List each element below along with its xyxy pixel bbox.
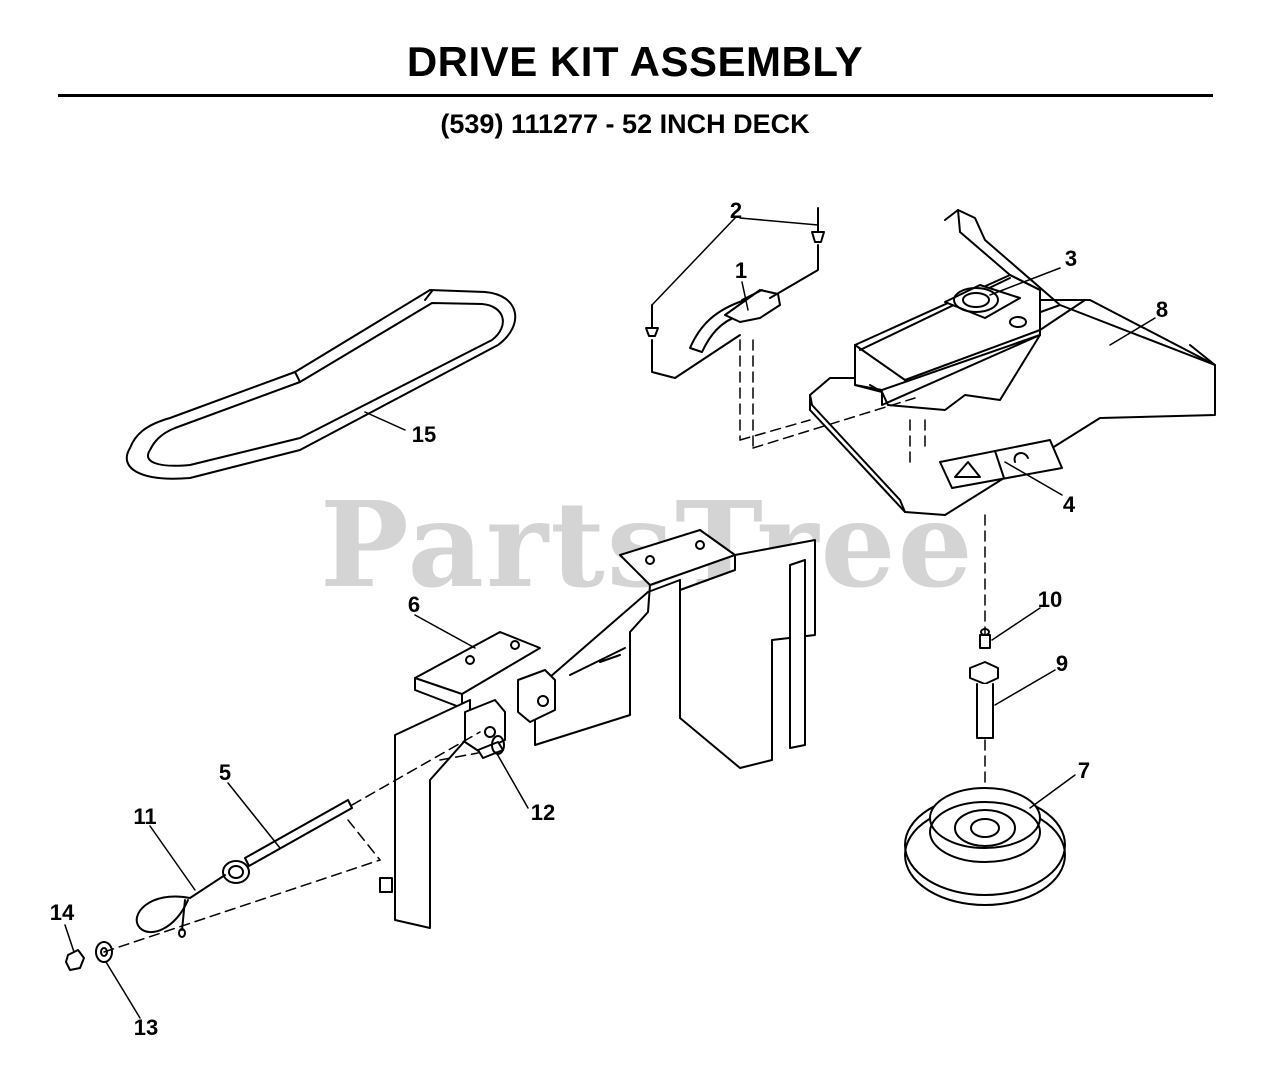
callout-9: 9 <box>1056 651 1068 676</box>
callout-1: 1 <box>735 258 747 283</box>
callout-6: 6 <box>408 592 420 617</box>
page-title: DRIVE KIT ASSEMBLY <box>406 38 864 85</box>
callout-5: 5 <box>219 760 231 785</box>
decal-side <box>939 439 1063 489</box>
pulley <box>904 787 1066 906</box>
callout-15: 15 <box>412 422 436 447</box>
hitch-pin <box>222 799 353 884</box>
latch <box>689 289 781 353</box>
callout-11: 11 <box>133 804 156 829</box>
title-divider <box>58 94 1213 97</box>
callout-2: 2 <box>730 198 742 223</box>
lanyard-clip <box>135 874 226 938</box>
callout-8: 8 <box>1156 297 1168 322</box>
callout-7: 7 <box>1078 758 1090 783</box>
mounting-bracket <box>379 529 816 929</box>
assembly-lines-bottom <box>103 731 481 953</box>
rivets <box>645 207 825 379</box>
lock-nut <box>65 949 85 971</box>
grease-fitting <box>979 628 991 649</box>
callout-12: 12 <box>531 800 555 825</box>
bolt <box>969 661 999 739</box>
drive-belt <box>125 289 517 480</box>
callout-13: 13 <box>134 1015 158 1040</box>
callout-3: 3 <box>1065 246 1077 271</box>
page-subtitle: (539) 111277 - 52 INCH DECK <box>440 109 810 139</box>
watermark: PartsTree <box>320 475 975 614</box>
decal-top <box>944 284 1027 328</box>
callout-10: 10 <box>1038 587 1062 612</box>
callout-leaders <box>64 217 1156 1019</box>
callout-4: 4 <box>1063 492 1076 517</box>
callout-14: 14 <box>50 900 75 925</box>
